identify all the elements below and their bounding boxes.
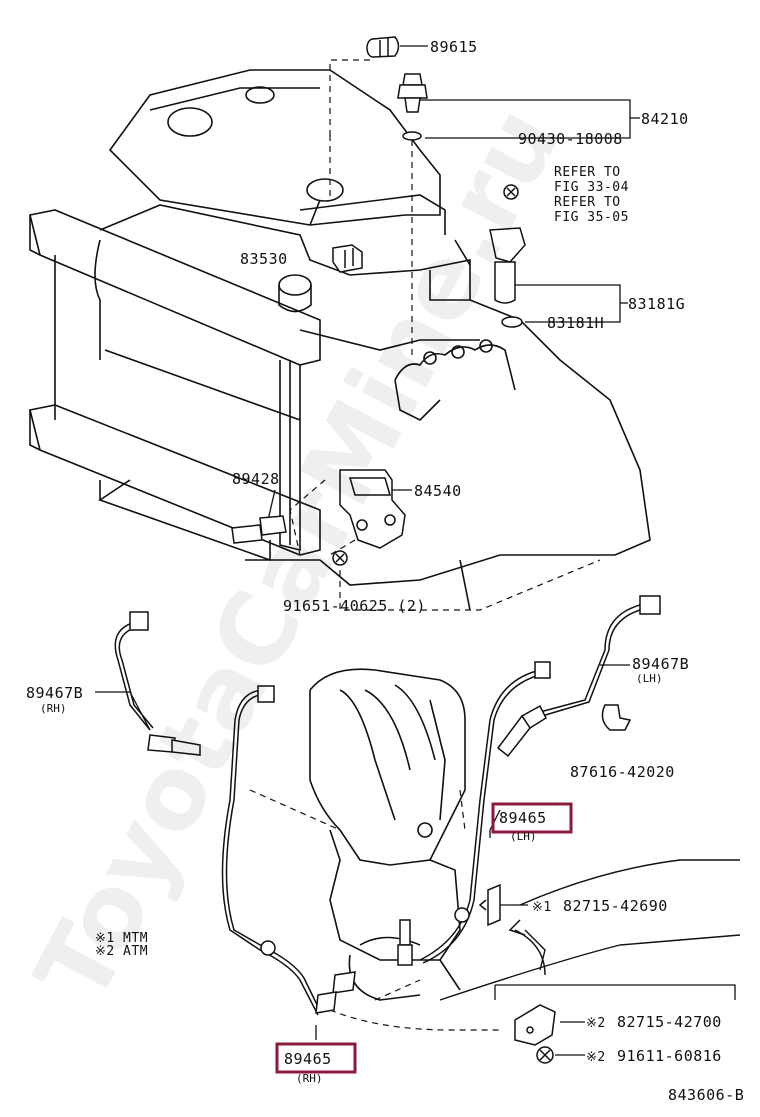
label-89467b-rh-sub: (RH): [40, 702, 67, 715]
label-89465-lh: 89465: [499, 809, 547, 827]
label-84540: 84540: [414, 482, 462, 500]
label-82715-42690: 82715-42690: [563, 897, 668, 915]
label-fig-33-04: FIG 33-04: [554, 180, 629, 195]
label-89428: 89428: [232, 470, 280, 488]
o2-sensor-bodies: [129, 595, 661, 1014]
legend-atm: ※2 ATM: [95, 944, 148, 959]
label-84210: 84210: [641, 110, 689, 128]
mark-1: ※1: [532, 900, 552, 915]
leader-dashes-top: [249, 59, 601, 1031]
label-fig-35-05: FIG 35-05: [554, 210, 629, 225]
exhaust-pipe-drawing: [439, 859, 741, 1001]
label-83181h: 83181H: [547, 314, 604, 332]
bracket-82715-42700-icon: [514, 1004, 556, 1046]
direction-arrow-icon: [508, 919, 546, 976]
engine-block-drawing: [99, 69, 651, 611]
switch-84210-icon: [397, 73, 428, 141]
label-89467b-lh-sub: (LH): [636, 672, 663, 685]
bolt-refer-icon: [503, 184, 519, 200]
highlight-89465-lh-box: [491, 802, 573, 834]
label-91651-40625: 91651-40625 (2): [283, 597, 426, 615]
highlight-89465-rh-box: [275, 1042, 357, 1074]
label-refer-1: REFER TO: [554, 165, 621, 180]
bracket-82715-42690-icon: [478, 883, 501, 927]
radiator-drawing: [29, 209, 321, 562]
bolt-91611-icon: [536, 1046, 554, 1064]
label-83181g: 83181G: [628, 295, 685, 313]
mark-2a: ※2: [586, 1016, 606, 1031]
legend-mtm: ※1 MTM: [95, 931, 148, 946]
label-90430-18008: 90430-18008: [518, 130, 623, 148]
o2-sensor-wires: [114, 604, 644, 1016]
label-89465-rh-sub: (RH): [296, 1072, 323, 1085]
sensor-83530-icon: [332, 244, 363, 273]
label-refer-2: REFER TO: [554, 195, 621, 210]
sensor-83181g-icon: [489, 227, 526, 328]
label-89615: 89615: [430, 38, 478, 56]
label-82715-42700: 82715-42700: [617, 1013, 722, 1031]
clip-87616-icon: [601, 704, 632, 731]
label-89465-lh-sub: (LH): [510, 830, 537, 843]
label-87616-42020: 87616-42020: [570, 763, 675, 781]
label-89467b-rh: 89467B: [26, 684, 83, 702]
switch-84540-icon: [332, 469, 406, 566]
sensor-89428-icon: [231, 515, 287, 544]
label-91611-60816: 91611-60816: [617, 1047, 722, 1065]
sensor-89615-icon: [366, 36, 400, 58]
label-89467b-lh: 89467B: [632, 655, 689, 673]
mark-2b: ※2: [586, 1050, 606, 1065]
label-89465-rh: 89465: [284, 1050, 332, 1068]
exhaust-manifold-drawing: [309, 668, 466, 1001]
diagram-code: 843606-B: [668, 1086, 744, 1104]
label-83530: 83530: [240, 250, 288, 268]
